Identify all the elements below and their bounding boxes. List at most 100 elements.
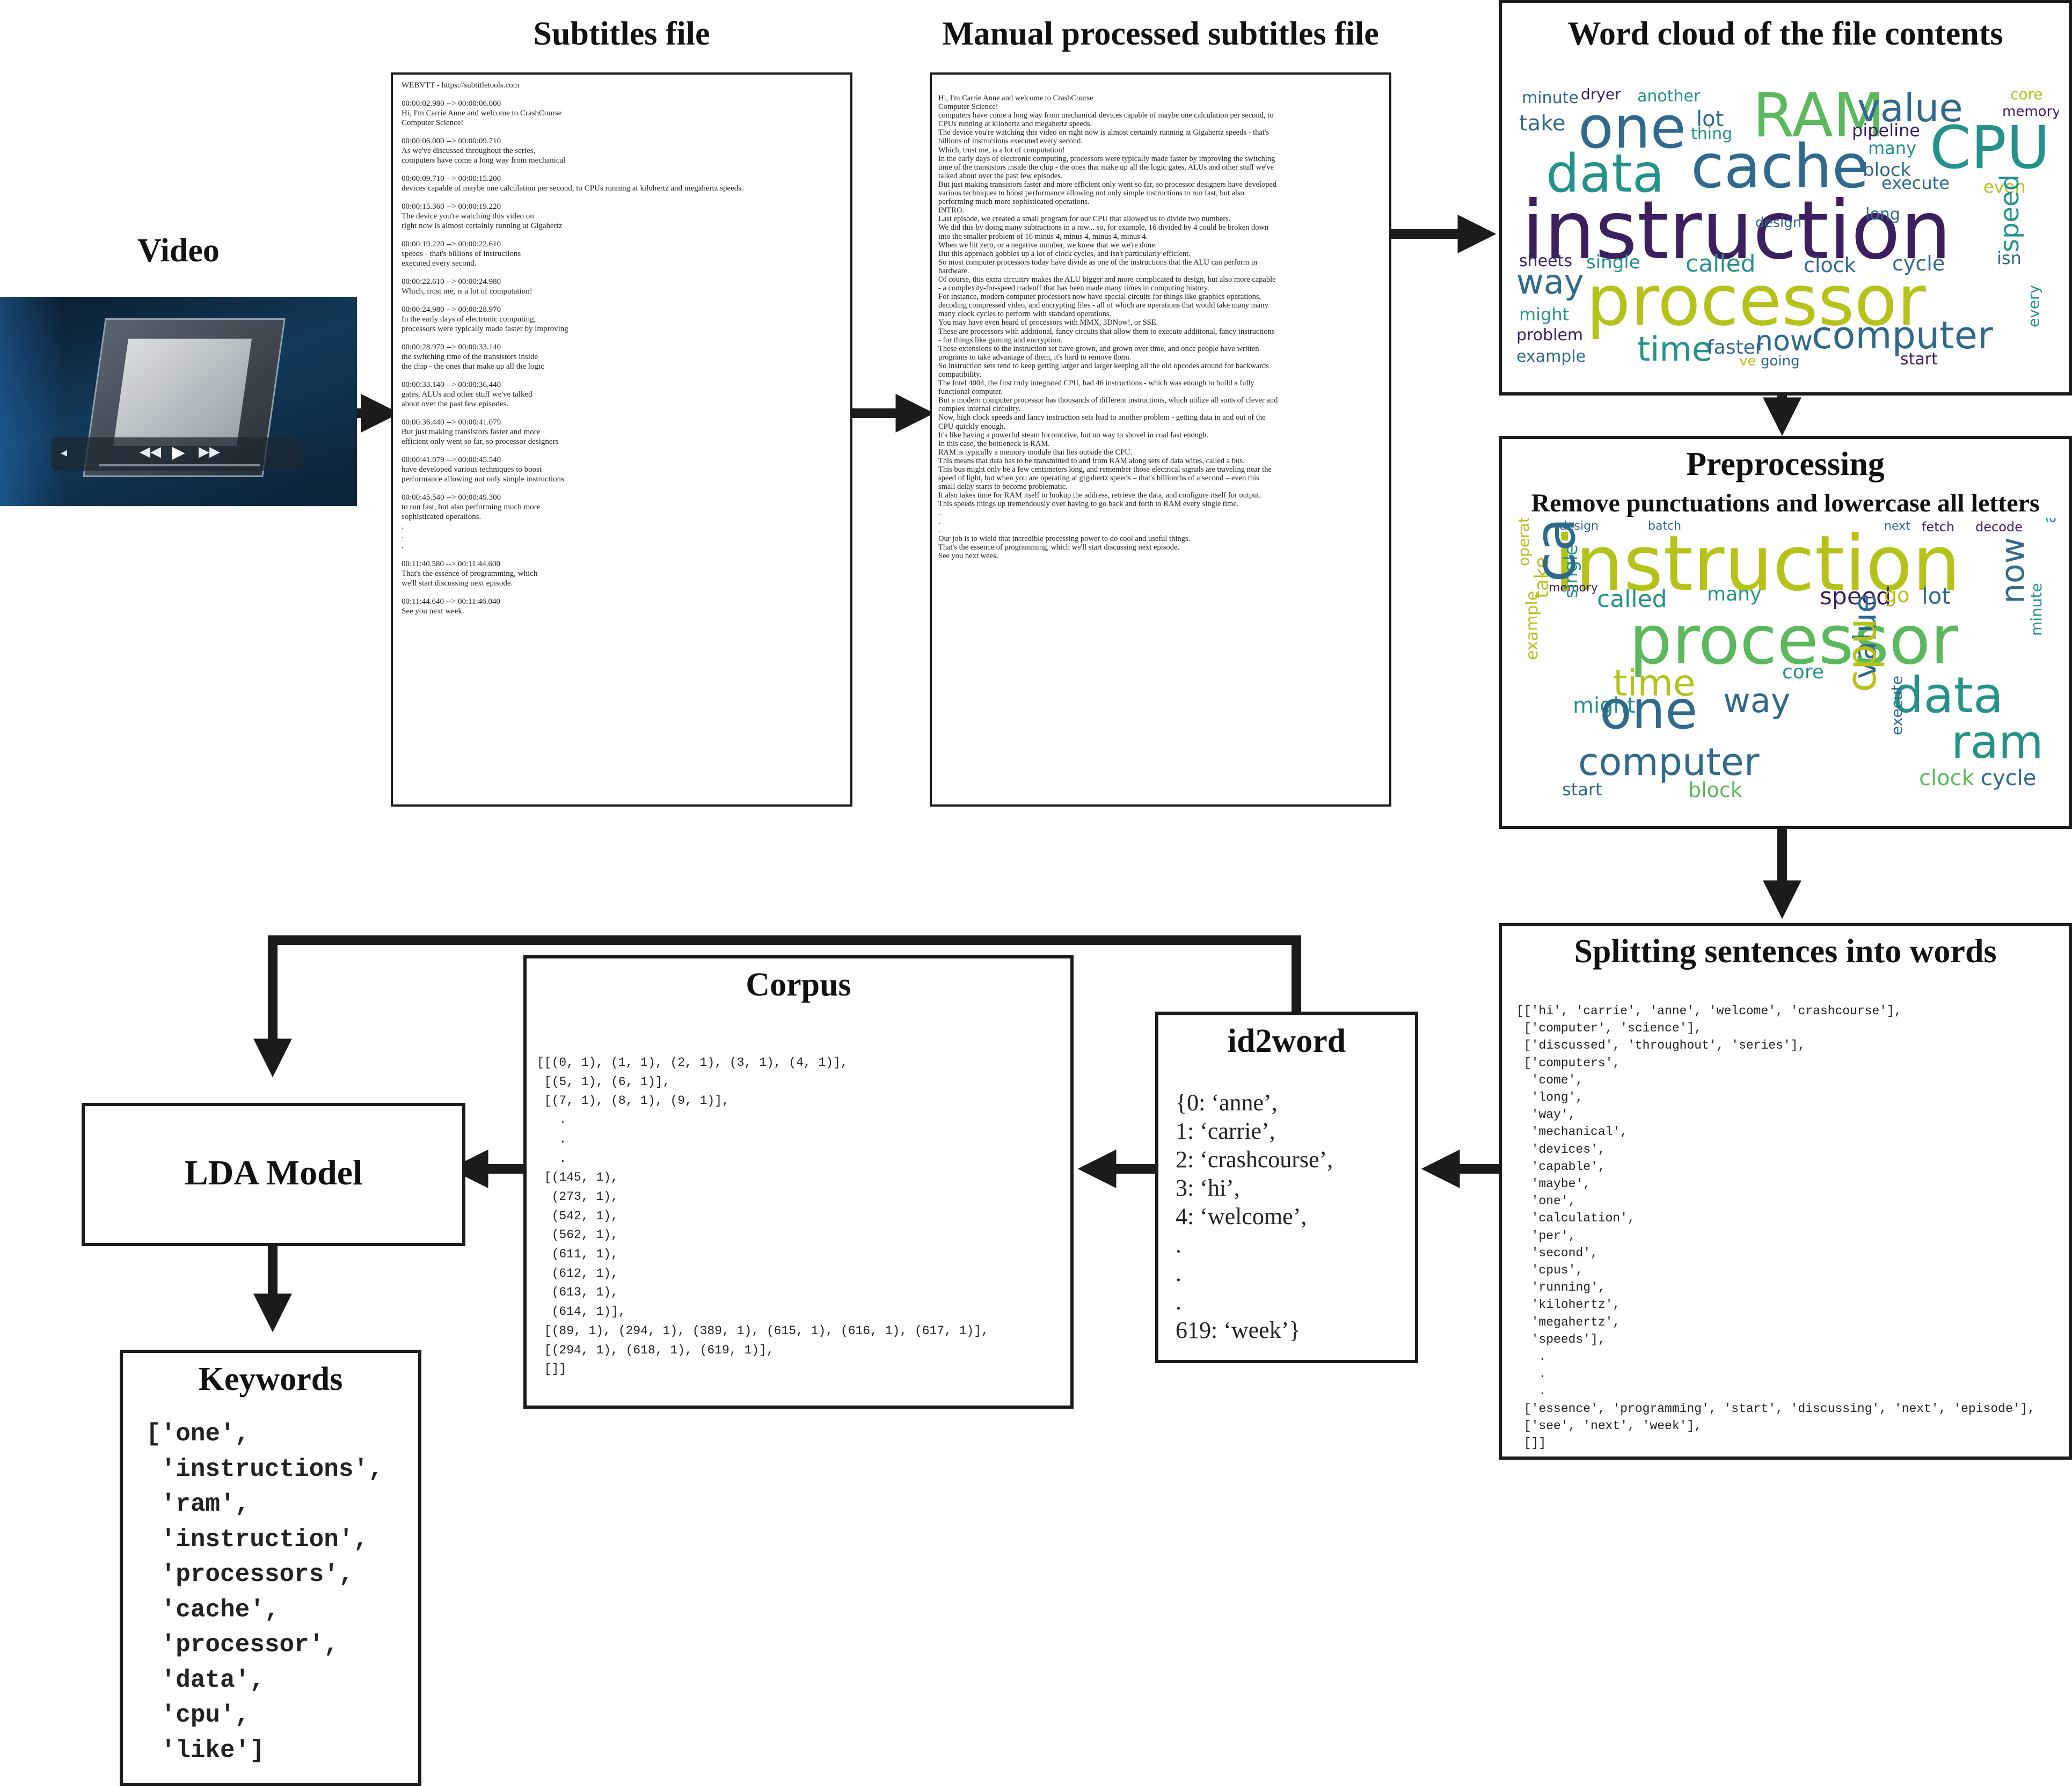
cloud-word: thing <box>1691 125 1733 143</box>
cloud-word: one <box>1600 680 1698 741</box>
keywords-title: Keywords <box>198 1361 343 1397</box>
manual-line: These are processors with additional, fa… <box>938 327 1275 336</box>
token-line: 'way', <box>1516 1108 1576 1122</box>
token-line: 'capable', <box>1516 1159 1606 1174</box>
cloud-word: cpu <box>1837 618 1885 692</box>
manual-line: The Intel 4004, the first truly integrat… <box>938 379 1254 388</box>
token-line: 'one', <box>1516 1194 1576 1209</box>
cloud-word: core <box>2010 85 2043 103</box>
corpus-line: . <box>537 1151 567 1166</box>
manual-line: hardware. <box>938 266 969 275</box>
ellipsis: . <box>402 532 404 540</box>
manual-line: We did this by doing many subtractions i… <box>938 223 1269 232</box>
keyword-line: ['one', <box>146 1420 250 1448</box>
manual-line: performing much more sophisticated opera… <box>938 197 1090 207</box>
keyword-line: 'instructions', <box>146 1455 383 1483</box>
manual-line: various techniques to boost performance … <box>938 189 1244 198</box>
cloud-word: another <box>1637 87 1701 106</box>
cloud-word: speed <box>1820 583 1891 610</box>
cloud-word: cycle <box>1981 766 2037 790</box>
manual-line: into the smaller problem of 16 minus 4, … <box>938 232 1148 241</box>
corpus-line: [(89, 1), (294, 1), (389, 1), (615, 1), … <box>537 1323 989 1338</box>
manual-line: complex internal circuitry. <box>938 405 1021 414</box>
manual-line: Last episode, we created a small program… <box>938 215 1231 224</box>
keyword-line: 'processor', <box>146 1631 339 1659</box>
rewind-icon[interactable]: ◀◀ <box>140 444 161 459</box>
fast-forward-icon[interactable]: ▶▶ <box>199 444 220 459</box>
token-line: 'per', <box>1516 1228 1576 1243</box>
preprocessing-subtitle: Remove punctuations and lowercase all le… <box>1531 489 2040 517</box>
manual-line: It also takes time for RAM itself to loo… <box>938 491 1261 500</box>
volume-icon[interactable]: ◂ <box>61 446 68 460</box>
cloud-word: clock <box>1804 253 1856 277</box>
corpus-title: Corpus <box>746 967 851 1003</box>
manual-line: In the early days of electronic computin… <box>938 154 1275 163</box>
cloud-word: minute <box>1522 89 1579 107</box>
video-control-bar[interactable]: ◂ ◀◀ ▶ ▶▶ <box>51 437 303 471</box>
manual-line: You may have even heard of processors wi… <box>938 318 1158 327</box>
manual-line: decoding compressed video, and encryptin… <box>938 301 1268 310</box>
cloud-word: time <box>1637 330 1713 369</box>
preprocessing-title: Preprocessing <box>1686 446 1885 482</box>
token-line: 'kilohertz', <box>1516 1298 1621 1312</box>
cloud-word: cache <box>1522 518 1588 582</box>
token-line: []] <box>1516 1436 1546 1451</box>
cloud-word: processor <box>1629 601 1959 679</box>
manual-line: Of course, this extra circuitry makes th… <box>938 275 1276 284</box>
cloud-word: even <box>1983 177 2026 197</box>
video-player[interactable]: ◂ ◀◀ ▶ ▶▶ <box>0 297 357 506</box>
manual-line: Computer Science! <box>938 103 998 112</box>
cloud-word: start <box>1562 779 1602 800</box>
manual-line: The device you're watching this video on… <box>938 128 1270 137</box>
cloud-word: fetch <box>1922 519 1955 535</box>
cloud-word: block <box>1863 159 1912 181</box>
id2word-entry: 1: ‘carrie’, <box>1176 1118 1275 1144</box>
play-icon[interactable]: ▶ <box>172 442 185 462</box>
cloud-word: cycle <box>1892 252 1945 275</box>
arrow-id2word-to-lda <box>253 935 1301 1078</box>
manual-line: compatibility. <box>938 370 982 379</box>
manual-line: talked about over the past few episodes. <box>938 171 1063 180</box>
cloud-word: go <box>1884 583 1910 607</box>
id2word-entry: 619: ‘week’} <box>1176 1317 1301 1343</box>
cloud-word: one <box>1578 94 1686 162</box>
manual-line: programs to take advantage of them, it's… <box>938 353 1132 362</box>
subtitles-title: Subtitles file <box>533 16 710 52</box>
ellipsis: . <box>402 522 404 531</box>
cloud-word: speed <box>1995 174 2025 252</box>
token-line: ['computers', <box>1516 1056 1621 1070</box>
token-line: 'mechanical', <box>1516 1125 1628 1139</box>
manual-line: RAM is typically a memory module that li… <box>938 448 1133 457</box>
manual-line: - for things like gaming and encryption. <box>938 335 1062 345</box>
id2word-box <box>1155 1012 1418 1363</box>
cloud-word: many <box>1868 138 1916 158</box>
cloud-word: long <box>1865 205 1900 224</box>
splitting-box <box>1499 923 2072 1460</box>
cloud-word: faster <box>1707 336 1763 358</box>
keywords-box <box>120 1350 421 1786</box>
cloud-word: going <box>1761 353 1800 369</box>
cloud-word: another <box>2041 518 2059 523</box>
id2word-list: {0: ‘anne’,1: ‘carrie’,2: ‘crashcourse’,… <box>1176 1088 1333 1344</box>
token-line: 'running', <box>1516 1280 1606 1295</box>
progress-bar[interactable] <box>99 464 260 466</box>
manual-line: CPU quickly enough. <box>938 422 1006 431</box>
cloud-word: core <box>1782 661 1824 683</box>
cloud-word: single <box>1586 252 1640 273</box>
cloud-word: instruction <box>1554 519 1961 608</box>
cloud-word: might <box>1573 693 1636 718</box>
keywords-list: ['one', 'instructions', 'ram', 'instruct… <box>146 1417 383 1768</box>
manual-line: . <box>938 508 940 517</box>
manual-line: . <box>938 525 940 535</box>
cloud-word: now <box>1755 325 1813 357</box>
cloud-word: ve <box>1739 353 1756 369</box>
ellipsis: . <box>402 541 404 550</box>
cloud-word: design <box>1755 215 1802 231</box>
